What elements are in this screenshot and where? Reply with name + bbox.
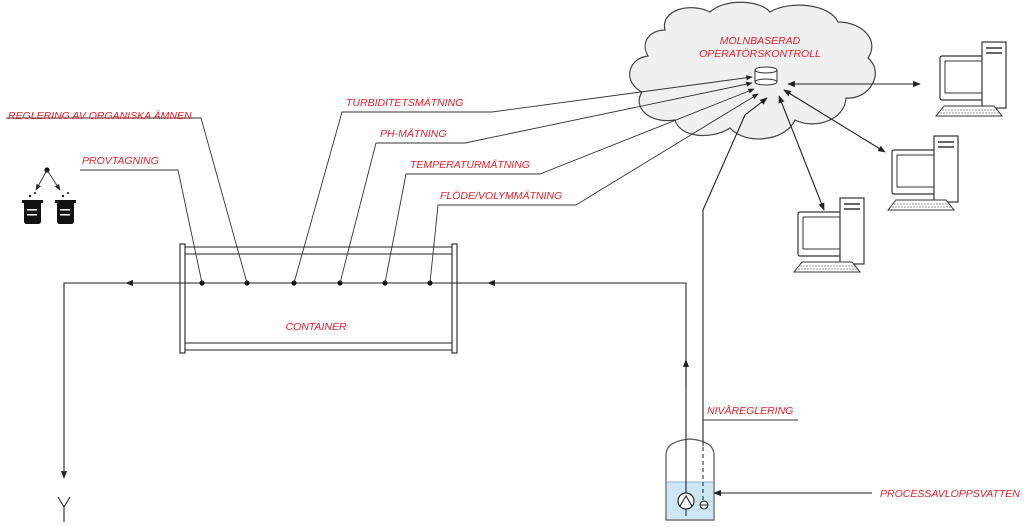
flow-down-line bbox=[60, 282, 126, 479]
beaker-icon bbox=[22, 192, 43, 224]
arrow-turbidity bbox=[491, 75, 753, 113]
sampling-beakers bbox=[22, 167, 76, 224]
leader-ph bbox=[339, 142, 465, 284]
label-temperature: TEMPERATURMÄTNING bbox=[410, 159, 530, 171]
arrow-flow bbox=[575, 93, 759, 206]
label-level: NIVÅREGLERING bbox=[707, 404, 793, 417]
leader-organic bbox=[6, 117, 248, 284]
computer-icon bbox=[793, 197, 865, 273]
container: CONTAINER bbox=[179, 243, 458, 354]
cloud-label-line2: OPERATÖRSKONTROLL bbox=[699, 48, 821, 60]
leader-temperature bbox=[384, 173, 540, 284]
label-ph: PH-MÄTNING bbox=[380, 128, 447, 140]
label-organic: REGLERING AV ORGANISKA ÄMNEN bbox=[8, 110, 192, 122]
link-computer-3 bbox=[778, 95, 825, 211]
label-turbidity: TURBIDITETSMÄTNING bbox=[346, 97, 463, 109]
outlet-icon bbox=[57, 496, 71, 522]
computer-icon bbox=[887, 135, 959, 211]
label-flow: FLÖDE/VOLYMMÄTNING bbox=[440, 190, 562, 202]
arrow-level bbox=[702, 97, 768, 211]
cloud-shape bbox=[629, 1, 876, 140]
cloud-operator-control: MOLNBASERAD OPERATÖRSKONTROLL bbox=[629, 1, 876, 140]
flow-inlet-line bbox=[487, 279, 687, 386]
container-label: CONTAINER bbox=[285, 321, 346, 333]
leader-sampling bbox=[80, 169, 203, 284]
computer-icon bbox=[935, 41, 1007, 117]
beaker-icon bbox=[55, 192, 76, 224]
arrow-ph bbox=[464, 81, 753, 144]
leader-flow bbox=[429, 204, 576, 284]
cloud-label-line1: MOLNBASERAD bbox=[720, 35, 801, 47]
leader-turbidity bbox=[293, 111, 492, 284]
label-sampling: PROVTAGNING bbox=[82, 155, 159, 167]
arrow-temperature bbox=[539, 88, 755, 175]
label-process-water: PROCESSAVLOPPSVATTEN bbox=[880, 488, 1020, 500]
database-icon bbox=[754, 66, 778, 86]
